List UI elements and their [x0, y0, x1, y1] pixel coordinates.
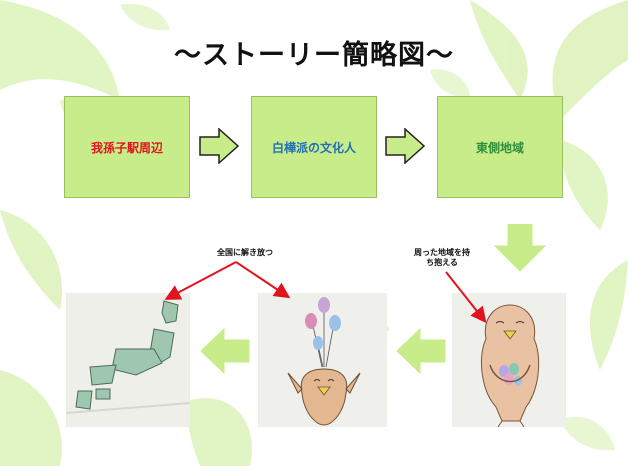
caption-line: ち抱える [426, 258, 458, 267]
right-arrow-icon [199, 128, 239, 164]
caption-line: 周った地域を持 [414, 248, 470, 257]
flow-box-shirakaba: 白樺派の文化人 [251, 96, 377, 198]
caption-embrace: 周った地域を持 ち抱える [392, 248, 492, 268]
slide-title: 〜ストーリー簡略図〜 [174, 40, 454, 71]
right-arrow-icon [385, 128, 425, 164]
photo-bird-balloons [258, 293, 387, 427]
flow-box-label: 我孫子駅周辺 [90, 140, 163, 155]
photo-japan-map [66, 293, 190, 427]
flow-box-abiko-station: 我孫子駅周辺 [64, 96, 190, 198]
flow-box-label: 東側地域 [475, 140, 524, 155]
flow-box-east-area: 東側地域 [437, 96, 563, 198]
caption-release: 全国に解き放つ [217, 248, 273, 257]
bird-holding-eggs-drawing [452, 293, 566, 427]
left-arrow-icon [396, 328, 446, 374]
japan-map-drawing [66, 293, 190, 427]
flow-box-label: 白樺派の文化人 [271, 140, 356, 155]
left-arrow-icon [200, 328, 250, 374]
down-arrow-icon [494, 224, 546, 272]
bird-with-balloons-drawing [258, 293, 387, 427]
photo-bird-hugging [452, 293, 566, 427]
